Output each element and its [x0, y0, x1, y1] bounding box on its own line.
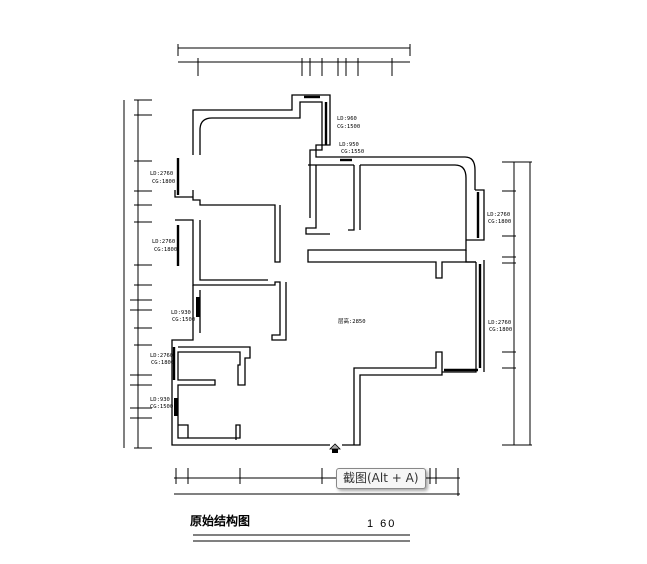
- drawing-title: 原始结构图: [190, 514, 251, 528]
- window-label-cg: CG:1500: [172, 317, 195, 323]
- window-label-ld: LD:2760: [150, 353, 173, 359]
- windows: [172, 95, 482, 416]
- window-label-cg: CG:1550: [341, 149, 364, 155]
- window-label-ld: LD:2760: [150, 171, 173, 177]
- window-label-cg: CG:1800: [488, 219, 511, 225]
- window-label-cg: CG:1800: [151, 360, 174, 366]
- window-label-ld: LD:950: [339, 142, 359, 148]
- drawing-scale: 1 60: [367, 518, 397, 530]
- window-label-ld: LD:960: [337, 116, 357, 122]
- window-label-ld: LD:930: [150, 397, 170, 403]
- window-label-ld: LD:2760: [487, 212, 510, 218]
- window-label-ld: LD:2760: [152, 239, 175, 245]
- right-dimensions: [502, 161, 532, 446]
- top-dimensions: [177, 44, 411, 76]
- window-label-cg: CG:1800: [489, 327, 512, 333]
- screenshot-tooltip: 截图(Alt + A): [336, 468, 426, 489]
- window-label-cg: CG:1500: [337, 124, 360, 130]
- window-label-ld: LD:2760: [488, 320, 511, 326]
- left-dimensions: [123, 99, 152, 449]
- window-label-cg: CG:1500: [150, 404, 173, 410]
- entrance-arrow-icon: [329, 443, 341, 453]
- ceiling-height-label: 层高:2850: [338, 317, 366, 325]
- window-label-cg: CG:1800: [154, 247, 177, 253]
- window-label-ld: LD:930: [171, 310, 191, 316]
- window-label-cg: CG:1800: [152, 179, 175, 185]
- walls: [171, 94, 485, 446]
